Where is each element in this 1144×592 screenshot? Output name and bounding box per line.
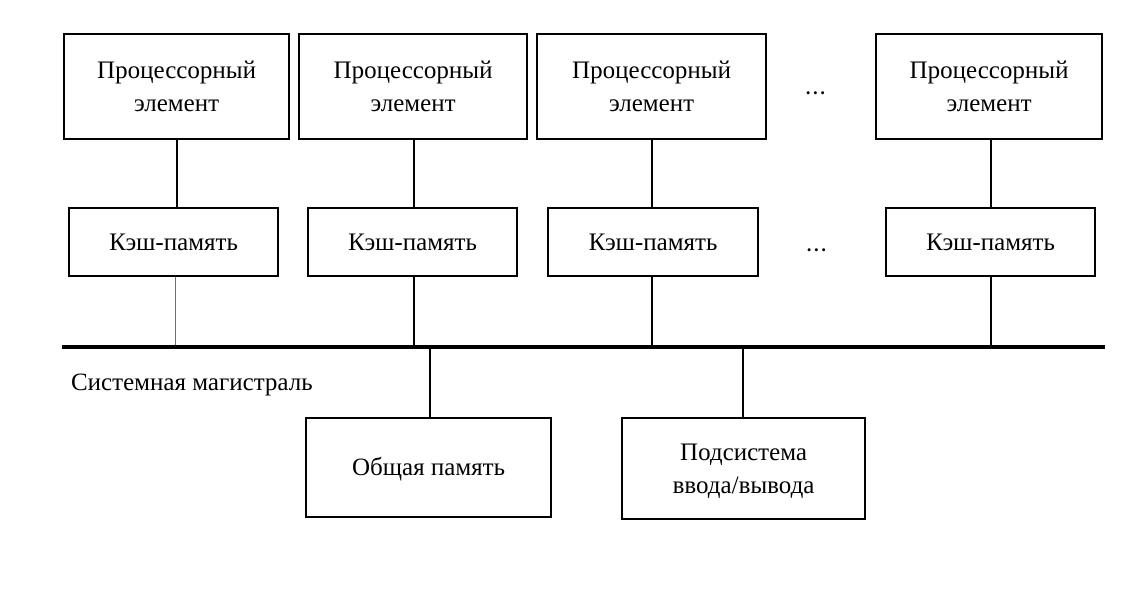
connector-cache1-bus bbox=[175, 277, 176, 347]
system-bus-line bbox=[62, 345, 1105, 349]
processing-element-box-3: Процессорный элемент bbox=[536, 33, 767, 140]
connector-pe3-cache3 bbox=[651, 140, 653, 208]
connector-cache2-bus bbox=[413, 277, 415, 347]
connector-cache4-bus bbox=[990, 277, 992, 347]
connector-bus-io-subsystem bbox=[742, 349, 744, 418]
connector-pe1-cache1 bbox=[176, 140, 178, 208]
processing-element-box-2: Процессорный элемент bbox=[298, 33, 528, 140]
io-subsystem-box: Подсистема ввода/вывода bbox=[621, 417, 866, 520]
connector-cache3-bus bbox=[651, 277, 653, 347]
system-bus-label: Системная магистраль bbox=[71, 369, 313, 396]
cache-memory-ellipsis: ... bbox=[806, 230, 828, 257]
cache-memory-box-2: Кэш-память bbox=[307, 207, 518, 277]
processing-element-ellipsis: ... bbox=[805, 73, 827, 100]
connector-pe4-cache4 bbox=[990, 140, 992, 208]
cache-memory-box-4: Кэш-память bbox=[885, 207, 1096, 277]
cache-memory-box-1: Кэш-память bbox=[68, 207, 279, 277]
connector-pe2-cache2 bbox=[413, 140, 415, 208]
connector-bus-shared-memory bbox=[429, 349, 431, 418]
processing-element-box-1: Процессорный элемент bbox=[63, 33, 290, 140]
cache-memory-box-3: Кэш-память bbox=[547, 207, 759, 277]
shared-memory-box: Общая память bbox=[305, 417, 552, 518]
processing-element-box-4: Процессорный элемент bbox=[875, 33, 1103, 140]
